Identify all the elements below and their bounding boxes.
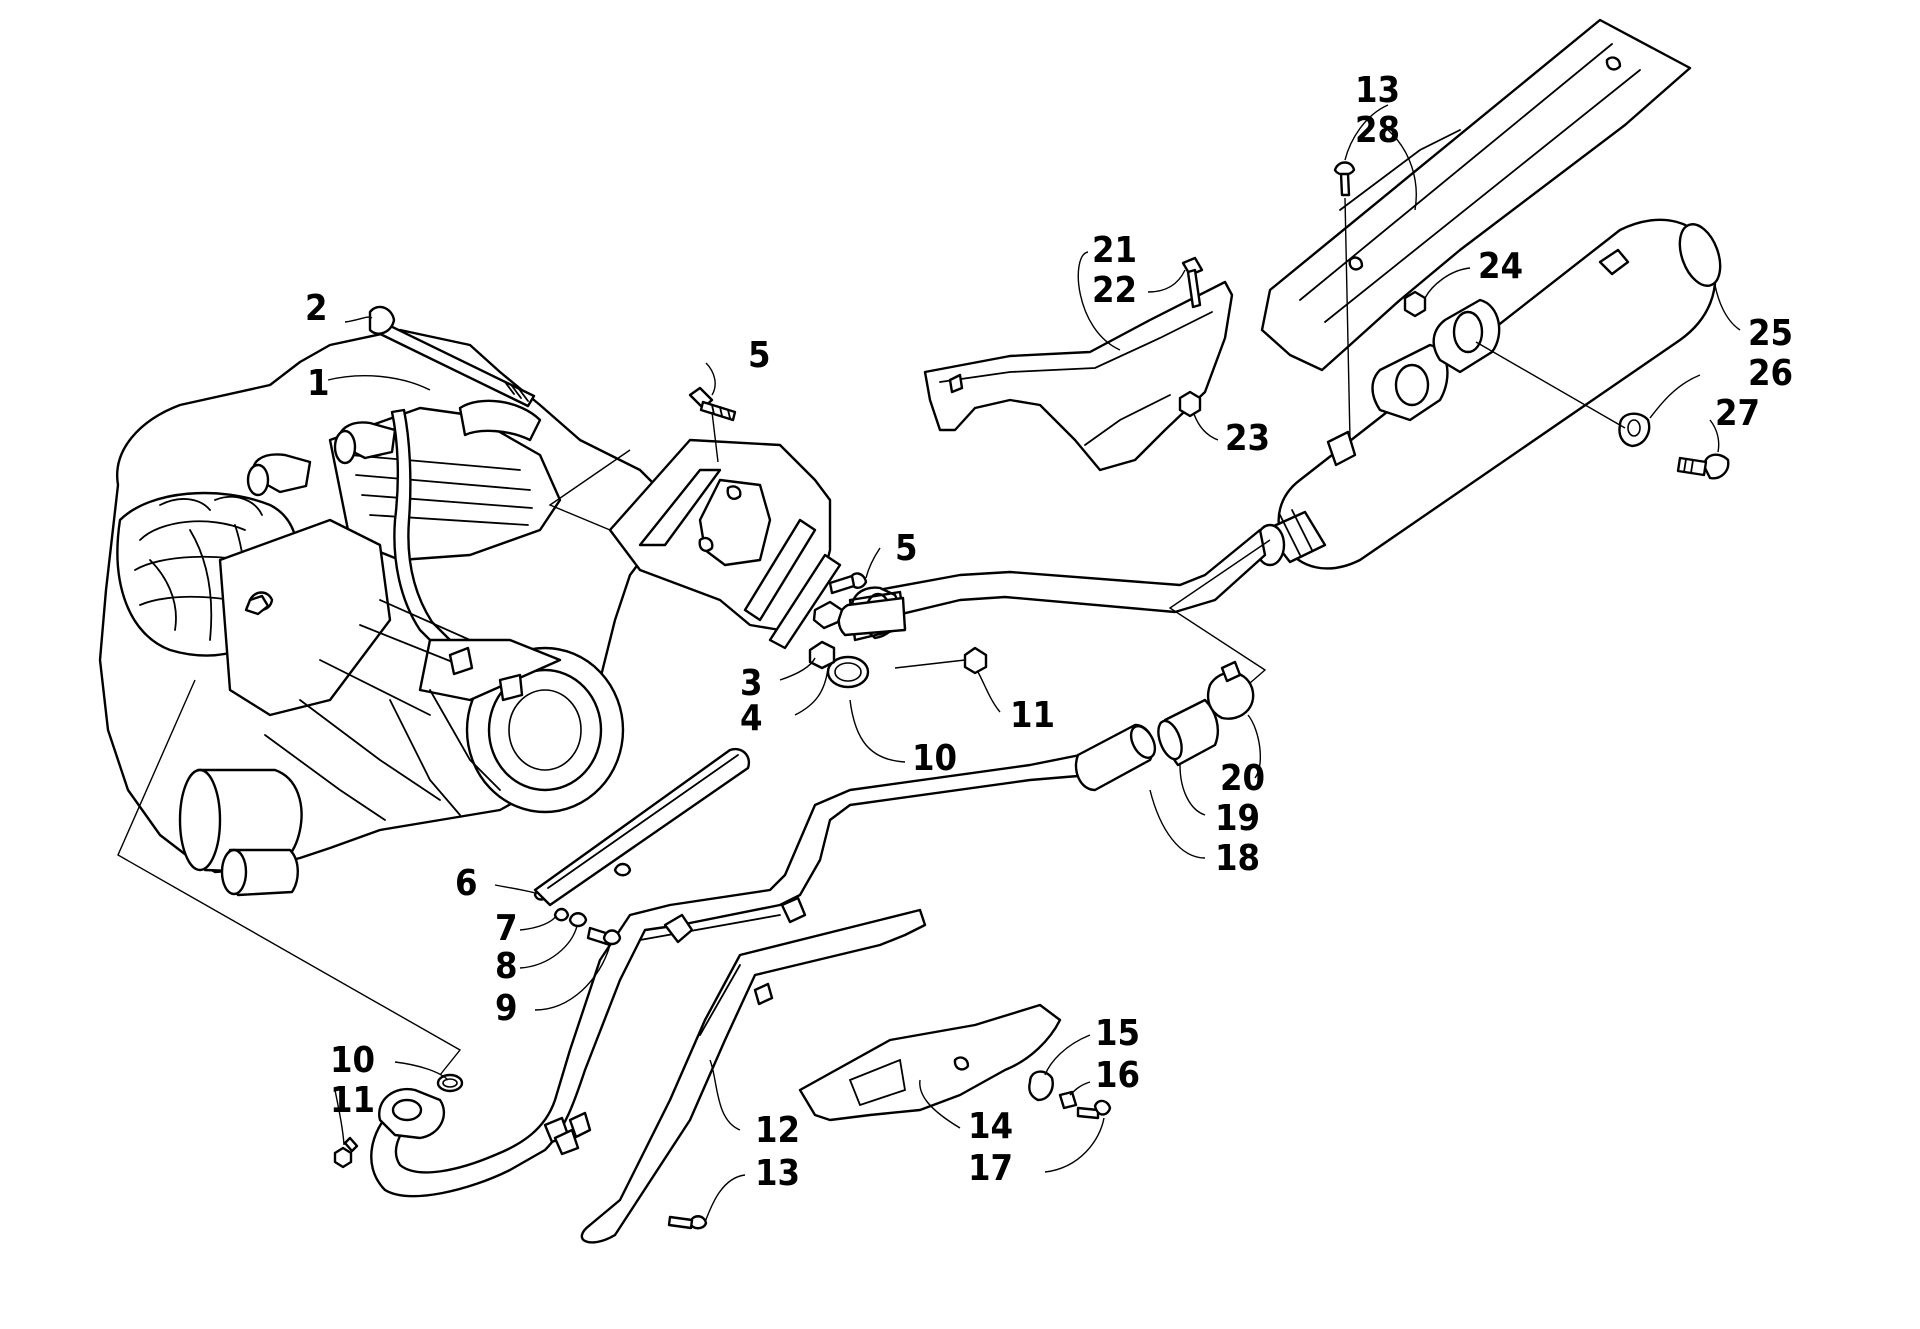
- callout-1: 1: [307, 363, 330, 404]
- callout-25: 25: [1748, 313, 1793, 354]
- callout-22: 22: [1092, 270, 1137, 311]
- header-heat-shield: [798, 1003, 1062, 1122]
- callout-14: 14: [968, 1106, 1013, 1147]
- callout-10-lower: 10: [330, 1040, 375, 1081]
- callout-labels: 2 1 5 5 3 4 11 10 20 19 18 6 7 8 9 10 11…: [305, 70, 1793, 1194]
- mid-pipe-heat-shield: [553, 908, 927, 1244]
- callout-17: 17: [968, 1148, 1013, 1189]
- callout-28: 28: [1355, 110, 1400, 151]
- clamp-and-seal: [1157, 660, 1255, 767]
- muffler-heat-shield: [1260, 18, 1692, 372]
- callout-11-upper: 11: [1010, 695, 1055, 736]
- leader-lines: [117, 104, 1741, 1223]
- engine-assembly: [98, 305, 672, 897]
- muffler: [1254, 218, 1722, 570]
- callout-5-upper: 5: [748, 335, 771, 376]
- callout-24: 24: [1478, 246, 1523, 287]
- gaskets: [436, 655, 870, 1093]
- callout-26: 26: [1748, 353, 1793, 394]
- callout-4: 4: [740, 698, 763, 739]
- mounting-bracket: [608, 438, 842, 650]
- callout-7: 7: [495, 908, 518, 949]
- callout-8: 8: [495, 946, 518, 987]
- callout-9: 9: [495, 988, 518, 1029]
- callout-19: 19: [1215, 798, 1260, 839]
- callout-3: 3: [740, 663, 763, 704]
- mid-exhaust-pipe: [837, 528, 1267, 642]
- callout-13-upper: 13: [1355, 70, 1400, 111]
- callout-27: 27: [1715, 393, 1760, 434]
- callout-10-upper: 10: [912, 738, 957, 779]
- callout-2: 2: [305, 288, 328, 329]
- callout-13-lower: 13: [755, 1153, 800, 1194]
- heat-shield-front: [923, 280, 1234, 472]
- callout-23: 23: [1225, 418, 1270, 459]
- callout-6: 6: [455, 863, 478, 904]
- hardware: [333, 161, 1730, 1230]
- callout-21: 21: [1092, 230, 1137, 271]
- front-exhaust-pipe: [370, 723, 1157, 1198]
- callout-5-lower: 5: [895, 528, 918, 569]
- callout-15: 15: [1095, 1013, 1140, 1054]
- callout-11-lower: 11: [330, 1080, 375, 1121]
- callout-20: 20: [1220, 758, 1265, 799]
- callout-16: 16: [1095, 1055, 1140, 1096]
- callout-18: 18: [1215, 838, 1260, 879]
- callout-12: 12: [755, 1110, 800, 1151]
